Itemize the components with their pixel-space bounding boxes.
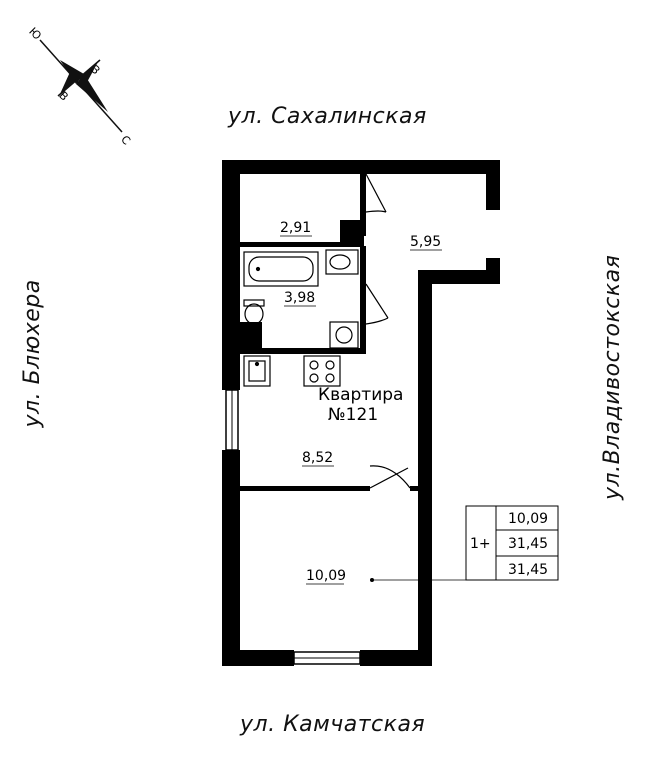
interior-walls: [240, 174, 420, 491]
summary-rooms: 1+: [470, 536, 491, 552]
compass-icon: Ю З В С: [26, 25, 133, 148]
compass-west: В: [56, 89, 71, 104]
window-left: [225, 389, 239, 451]
summary-total-area-2: 31,45: [508, 562, 548, 578]
stove-icon: [303, 355, 341, 387]
door-bedroom: [369, 465, 411, 489]
bathtub-icon: [243, 251, 319, 287]
outer-walls: [222, 160, 500, 666]
compass-north: Ю: [26, 25, 44, 43]
room-area-kitchen: 8,52: [302, 450, 333, 466]
room-area-corridor: 5,95: [410, 234, 441, 250]
room-area-bedroom: 10,09: [306, 568, 346, 584]
sink-icon: [325, 249, 359, 275]
washing-machine-icon: [329, 321, 359, 349]
room-area-hall-small: 2,91: [280, 220, 311, 236]
apartment-label: Квартира: [318, 385, 403, 405]
room-area-bathroom: 3,98: [284, 290, 315, 306]
street-bottom-label: ул. Камчатская: [240, 712, 426, 737]
kitchen-sink-icon: [243, 355, 271, 387]
apartment-number: №121: [328, 405, 378, 425]
summary-living-area: 10,09: [508, 511, 548, 527]
door-hall: [365, 173, 387, 213]
street-top-label: ул. Сахалинская: [228, 104, 427, 129]
compass-south: С: [118, 133, 133, 148]
toilet-icon: [243, 299, 265, 325]
door-bathroom: [365, 283, 389, 325]
summary-total-area: 31,45: [508, 536, 548, 552]
summary-table: [465, 505, 559, 581]
window-bottom: [293, 651, 361, 665]
